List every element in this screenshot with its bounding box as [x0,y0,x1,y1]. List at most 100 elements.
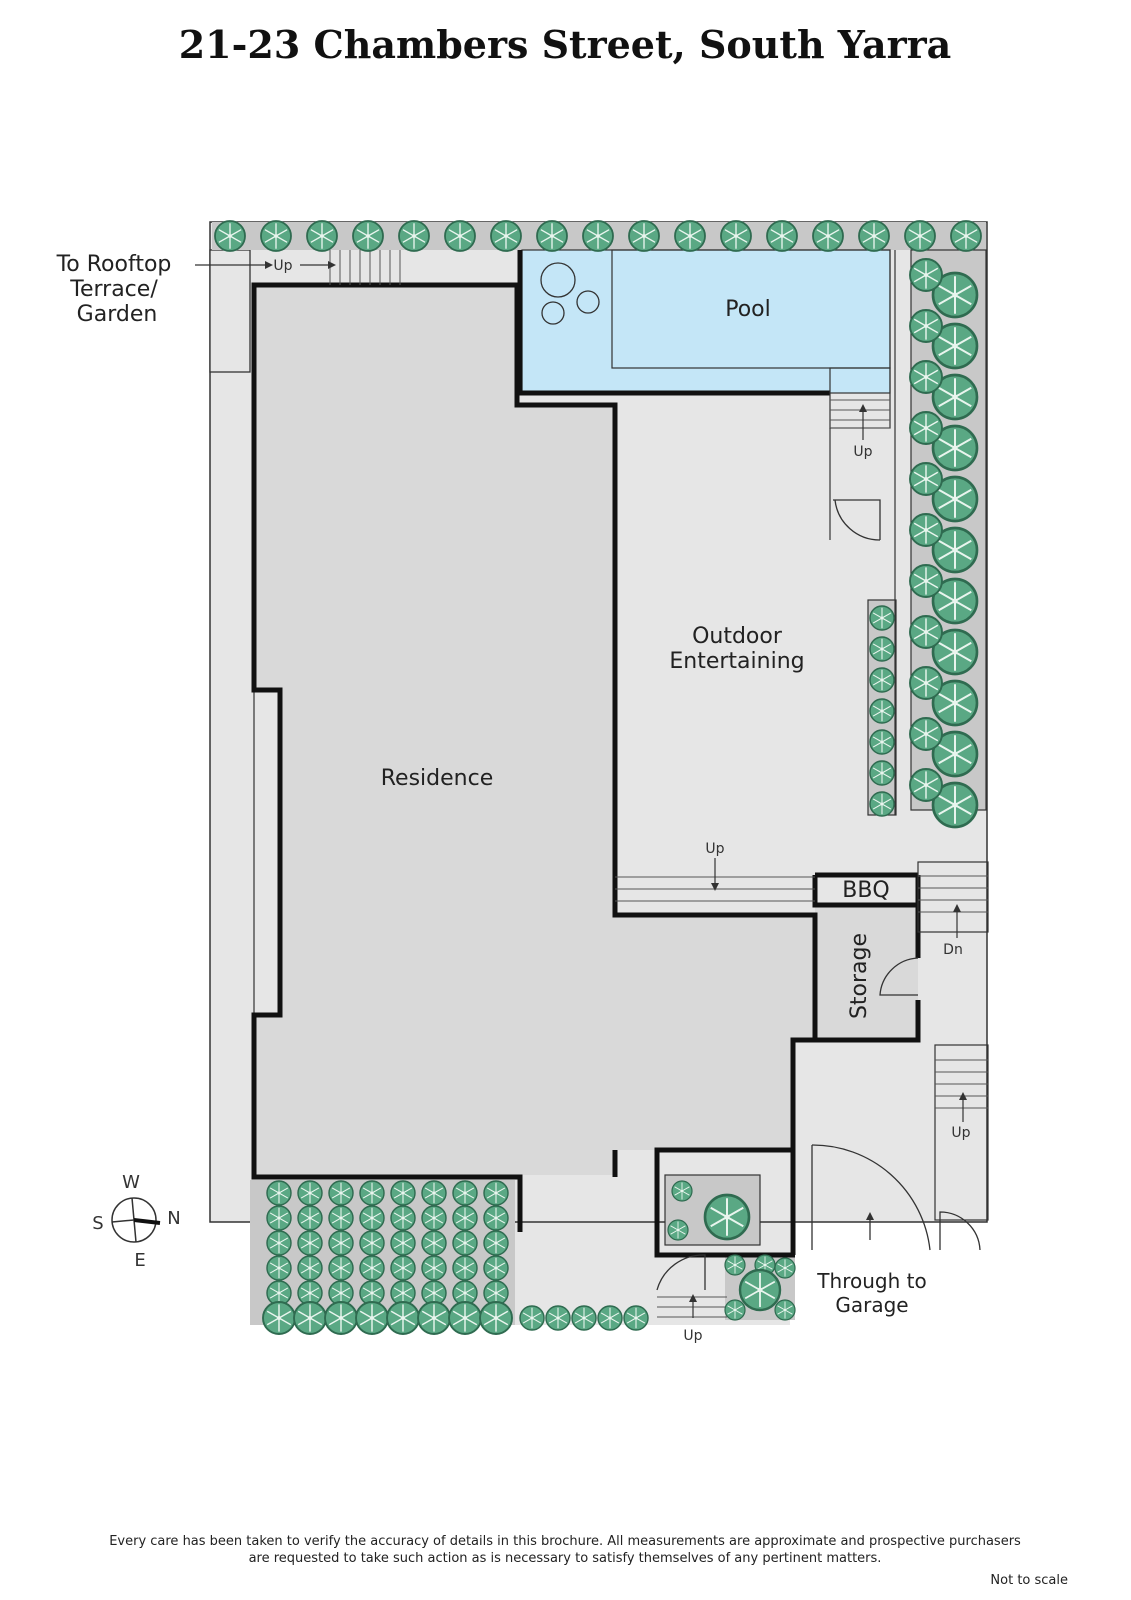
room-label-bbq: BBQ [842,878,890,903]
tree-89 [356,1302,388,1334]
stair-label-up-pool: Up [853,444,872,460]
tree-10 [675,221,705,251]
tree-42 [870,699,894,723]
tree-48 [329,1181,353,1205]
tree-52 [453,1181,477,1205]
tree-94 [520,1306,544,1330]
scale-note: Not to scale [990,1573,1068,1588]
tree-29 [910,310,942,342]
tree-106 [775,1300,795,1320]
compass: W E S N [92,1172,180,1271]
tree-90 [387,1302,419,1334]
tree-50 [391,1181,415,1205]
tree-32 [910,463,942,495]
disclaimer-line1: Every care has been taken to verify the … [109,1534,1021,1549]
disclaimer-line2: are requested to take such action as is … [249,1551,882,1566]
tree-97 [598,1306,622,1330]
tree-39 [870,606,894,630]
tree-102 [725,1255,745,1275]
tree-9 [629,221,659,251]
tree-93 [480,1302,512,1334]
garage-label-line2: Garage [835,1293,908,1317]
tree-34 [910,565,942,597]
tree-6 [491,221,521,251]
tree-15 [905,221,935,251]
tree-91 [418,1302,450,1334]
tree-35 [910,616,942,648]
tree-13 [813,221,843,251]
tree-51 [422,1181,446,1205]
room-label-residence: Residence [381,766,493,791]
tree-54 [267,1206,291,1230]
tree-53 [484,1181,508,1205]
tree-31 [910,412,942,444]
compass-n: N [167,1208,180,1229]
tree-99 [672,1181,692,1201]
garage-label-line1: Through to [816,1269,926,1293]
tree-2 [307,221,337,251]
tree-60 [453,1206,477,1230]
tree-61 [484,1206,508,1230]
stair-label-up-outdoor: Up [705,841,724,857]
stairs [195,250,989,1318]
tree-71 [298,1256,322,1280]
tree-37 [910,718,942,750]
tree-92 [449,1302,481,1334]
tree-3 [353,221,383,251]
tree-88 [325,1302,357,1334]
tree-38 [910,769,942,801]
tree-59 [422,1206,446,1230]
tree-0 [215,221,245,251]
tree-104 [775,1258,795,1278]
tree-64 [329,1231,353,1255]
tree-28 [910,259,942,291]
stair-label-up-bottom: Up [683,1328,702,1344]
tree-77 [484,1256,508,1280]
tree-33 [910,514,942,546]
tree-44 [870,761,894,785]
room-label-outdoor-line2: Entertaining [669,649,804,674]
rooftop-label-line2: Terrace/ [69,277,158,302]
tree-57 [360,1206,384,1230]
tree-62 [267,1231,291,1255]
tree-30 [910,361,942,393]
tree-41 [870,668,894,692]
rooftop-label-line1: To Rooftop [56,252,172,277]
tree-7 [537,221,567,251]
tree-87 [294,1302,326,1334]
tree-49 [360,1181,384,1205]
tree-67 [422,1231,446,1255]
tree-101 [705,1195,749,1239]
compass-w: W [122,1172,140,1193]
compass-e: E [134,1250,145,1271]
tree-74 [391,1256,415,1280]
doors [656,957,981,1291]
rooftop-label-line3: Garden [77,302,158,327]
tree-76 [453,1256,477,1280]
tree-68 [453,1231,477,1255]
tree-63 [298,1231,322,1255]
tree-58 [391,1206,415,1230]
room-label-outdoor-line1: Outdoor [692,624,783,649]
pool [521,249,891,394]
tree-5 [445,221,475,251]
tree-69 [484,1231,508,1255]
tree-73 [360,1256,384,1280]
tree-12 [767,221,797,251]
tree-65 [360,1231,384,1255]
tree-70 [267,1256,291,1280]
tree-96 [572,1306,596,1330]
compass-s: S [92,1213,103,1234]
room-label-pool: Pool [725,297,771,322]
tree-107 [740,1270,780,1310]
tree-47 [298,1181,322,1205]
stair-label-up-right: Up [951,1125,970,1141]
tree-56 [329,1206,353,1230]
tree-95 [546,1306,570,1330]
stair-label-dn: Dn [943,942,963,958]
room-label-storage: Storage [847,933,872,1019]
walls [251,250,921,1258]
storage-room [815,875,918,1040]
stair-label-up-rooftop: Up [273,258,292,274]
tree-14 [859,221,889,251]
